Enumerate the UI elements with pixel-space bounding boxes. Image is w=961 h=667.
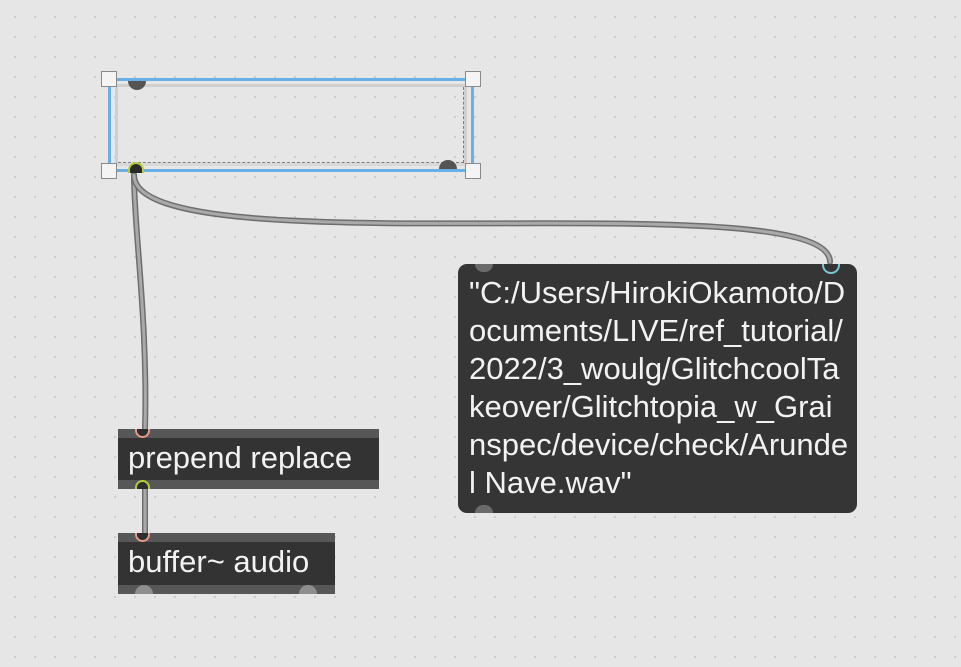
- buffer-object-label: buffer~ audio: [128, 544, 310, 579]
- message-inlet-right[interactable]: [822, 264, 840, 274]
- resize-handle-bottom-left[interactable]: [101, 163, 117, 179]
- prepend-inlet[interactable]: [135, 429, 150, 438]
- dropfile-object[interactable]: [101, 71, 481, 179]
- patch-cord-dropfile-to-prepend-core: [132, 173, 147, 432]
- dropfile-outlet-right[interactable]: [439, 160, 457, 169]
- buffer-outlet-right[interactable]: [299, 585, 317, 594]
- dropfile-drop-area[interactable]: [115, 84, 467, 166]
- patch-cord-dropfile-to-message[interactable]: [131, 172, 833, 265]
- patch-cord-dropfile-to-message-core: [132, 173, 832, 264]
- dropfile-inlet[interactable]: [128, 81, 146, 90]
- message-text: "C:/Users/HirokiOkamoto/Documents/LIVE/r…: [469, 275, 849, 500]
- buffer-audio-object[interactable]: buffer~ audio: [118, 533, 335, 594]
- resize-handle-top-right[interactable]: [465, 71, 481, 87]
- message-outlet[interactable]: [475, 505, 493, 513]
- buffer-inlet[interactable]: [135, 533, 150, 542]
- patch-cord-dropfile-to-prepend[interactable]: [131, 172, 149, 433]
- buffer-outlet-left[interactable]: [135, 585, 153, 594]
- prepend-object-label: prepend replace: [128, 440, 353, 475]
- file-path-message-box[interactable]: "C:/Users/HirokiOkamoto/Documents/LIVE/r…: [458, 264, 857, 513]
- resize-handle-bottom-right[interactable]: [465, 163, 481, 179]
- prepend-replace-object[interactable]: prepend replace: [118, 429, 379, 489]
- message-inlet-left[interactable]: [475, 264, 493, 272]
- dropfile-outlet-left[interactable]: [128, 162, 144, 173]
- resize-handle-top-left[interactable]: [101, 71, 117, 87]
- prepend-outlet[interactable]: [135, 480, 150, 489]
